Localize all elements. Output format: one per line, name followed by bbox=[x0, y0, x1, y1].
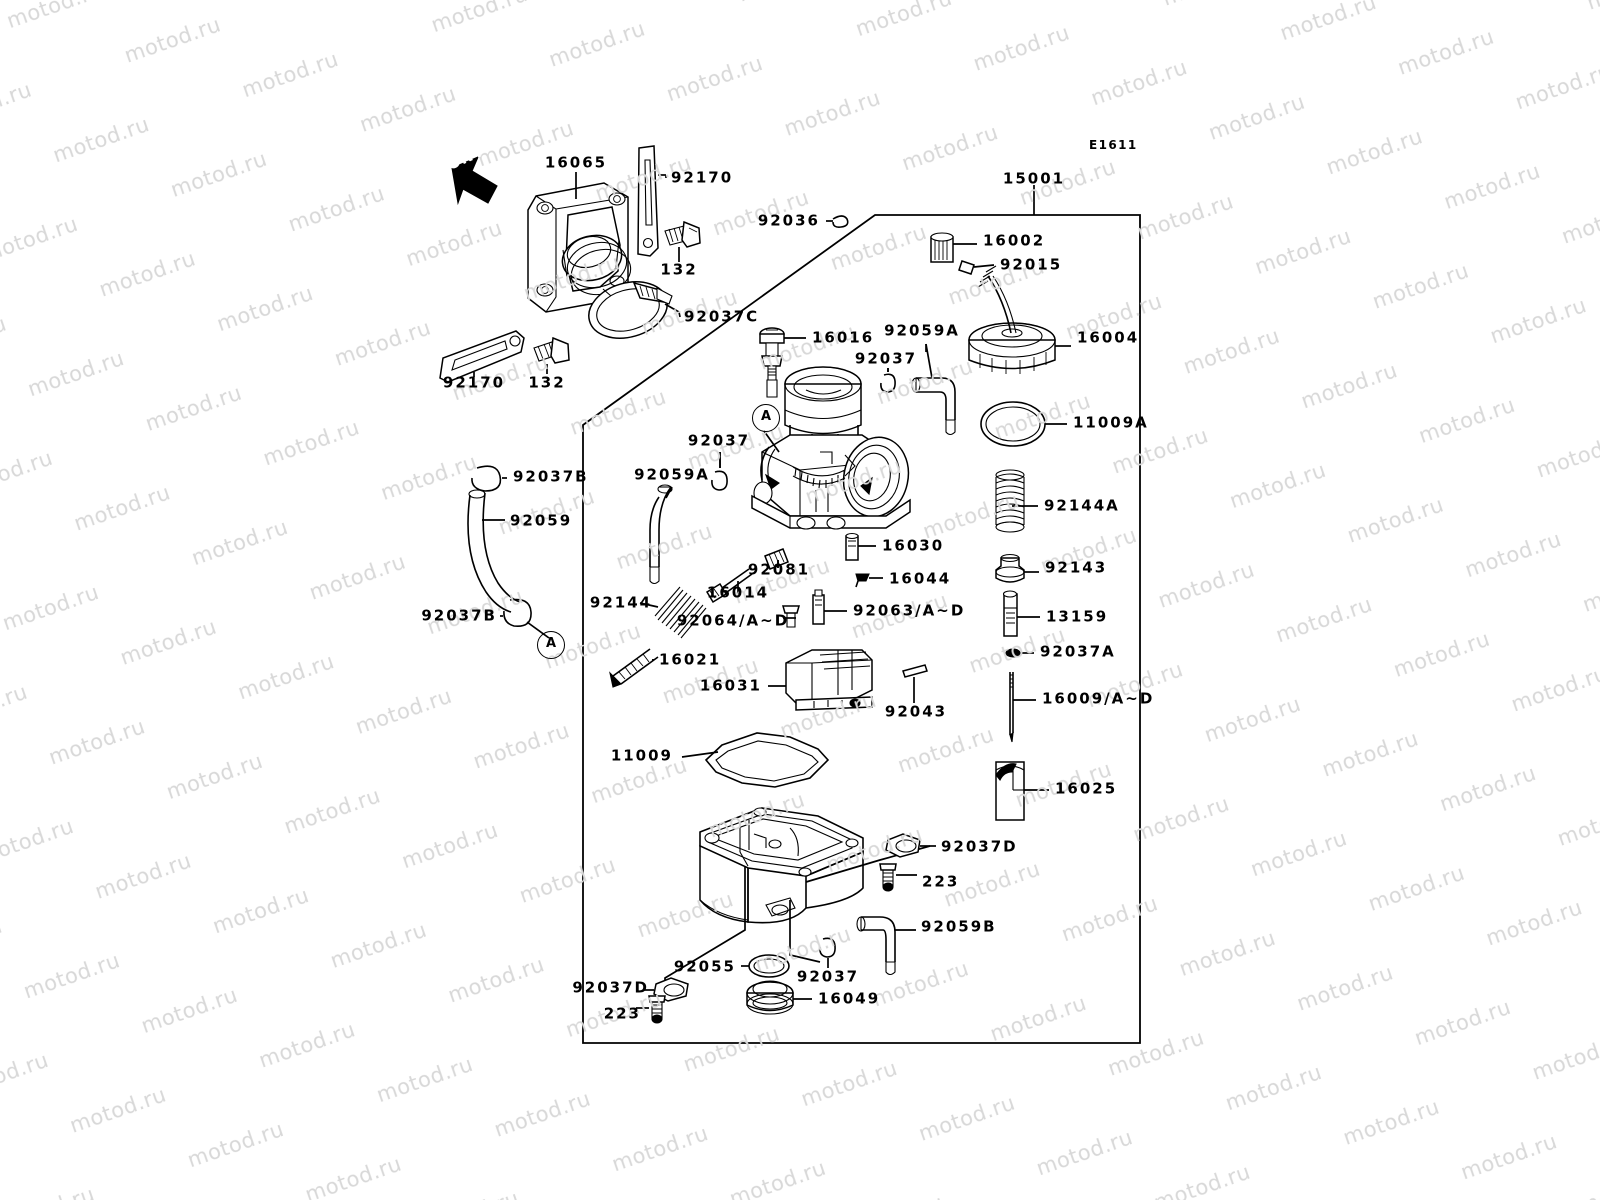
part-label-16044: 16044 bbox=[889, 569, 952, 588]
part-label-16021: 16021 bbox=[659, 650, 722, 669]
part-label-92037-bottom: 92037 bbox=[796, 967, 860, 986]
part-label-92170-lower: 92170 bbox=[442, 373, 506, 392]
part-label-16065: 16065 bbox=[544, 153, 608, 172]
part-label-16009: 16009/A~D bbox=[1042, 689, 1155, 708]
part-label-11009: 11009 bbox=[610, 746, 673, 765]
part-label-16014: 16014 bbox=[706, 583, 770, 602]
diagram-code: E1611 bbox=[1089, 138, 1138, 152]
part-label-92144A: 92144A bbox=[1044, 496, 1120, 515]
part-label-92081: 92081 bbox=[747, 560, 811, 579]
part-label-92043: 92043 bbox=[884, 702, 948, 721]
part-label-223-right: 223 bbox=[922, 872, 960, 891]
part-label-16025: 16025 bbox=[1055, 779, 1118, 798]
part-label-92037B-top: 92037B bbox=[513, 467, 589, 486]
part-label-92064: 92064/A~D bbox=[676, 611, 790, 630]
front-indicator-text: FRONT bbox=[422, 141, 487, 184]
part-label-16016: 16016 bbox=[812, 328, 875, 347]
part-label-16030: 16030 bbox=[882, 536, 945, 555]
part-label-92059: 92059 bbox=[510, 511, 573, 530]
part-label-132-lower: 132 bbox=[528, 373, 566, 392]
part-label-92170-upper: 92170 bbox=[671, 168, 734, 187]
part-label-92037C: 92037C bbox=[684, 307, 760, 326]
part-label-92059B: 92059B bbox=[921, 917, 997, 936]
part-label-223-left: 223 bbox=[603, 1004, 641, 1023]
part-label-16004: 16004 bbox=[1077, 328, 1140, 347]
part-label-11009A: 11009A bbox=[1073, 413, 1149, 432]
ref-circle-a-hose: A bbox=[537, 631, 565, 659]
part-label-92037D-right: 92037D bbox=[941, 837, 1018, 856]
part-label-92037-mid: 92037 bbox=[687, 431, 751, 450]
part-label-92143: 92143 bbox=[1045, 558, 1108, 577]
label-15001: 15001 bbox=[1002, 169, 1066, 188]
part-label-92059A-left: 92059A bbox=[634, 465, 710, 484]
ref-circle-a-carb: A bbox=[752, 404, 780, 432]
part-label-92036: 92036 bbox=[757, 211, 820, 230]
part-label-92037-upper: 92037 bbox=[854, 349, 918, 368]
part-label-92144: 92144 bbox=[589, 593, 653, 612]
part-label-16031: 16031 bbox=[699, 676, 762, 695]
part-label-92037B-bottom: 92037B bbox=[421, 606, 497, 625]
part-label-92015: 92015 bbox=[1000, 255, 1063, 274]
part-label-92055: 92055 bbox=[673, 957, 736, 976]
part-label-13159: 13159 bbox=[1046, 607, 1109, 626]
part-label-92037D-left: 92037D bbox=[572, 978, 649, 997]
part-label-92037A: 92037A bbox=[1040, 642, 1116, 661]
part-label-92059A-right: 92059A bbox=[884, 321, 960, 340]
part-label-92063: 92063/A~D bbox=[853, 601, 966, 620]
part-label-132-upper: 132 bbox=[660, 260, 698, 279]
part-label-16049: 16049 bbox=[818, 989, 881, 1008]
part-label-16002: 16002 bbox=[983, 231, 1046, 250]
